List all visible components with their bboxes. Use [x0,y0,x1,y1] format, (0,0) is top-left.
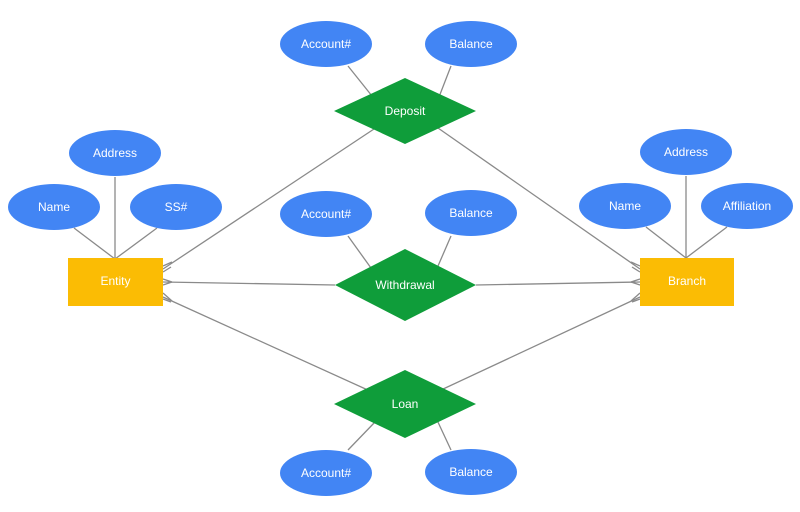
attribute-label: Account# [301,466,351,480]
attribute-label: Address [93,146,137,160]
link-deposit-account [347,65,373,97]
branch-rect [640,258,734,306]
attribute-branch-name[interactable]: Name [579,183,671,229]
link-loan-account [347,421,376,451]
attribute-label: Balance [449,37,493,51]
link-branch-deposit [437,127,641,270]
entity-box-entity[interactable]: Entity [68,258,163,306]
link-branch-affiliation [685,226,728,259]
attribute-label: Account# [301,207,351,221]
loan-label: Loan [392,397,419,411]
attribute-loan-balance[interactable]: Balance [425,449,517,495]
attribute-entity-name[interactable]: Name [8,184,100,230]
attribute-label: Balance [449,206,493,220]
entity-rect [68,258,163,306]
withdrawal-diamond [335,249,476,321]
link-branch-withdrawal [475,281,641,286]
attribute-label: Affiliation [723,199,771,213]
link-entity-ss [114,227,158,260]
attribute-label: Name [609,199,641,213]
link-branch-loan [440,296,641,391]
attribute-withdrawal-account[interactable]: Account# [280,191,372,237]
attribute-label: Address [664,145,708,159]
crowfoot-entity [162,261,173,303]
attribute-label: Balance [449,465,493,479]
link-entity-withdrawal [162,281,336,286]
connectors [73,65,728,451]
link-entity-loan [162,296,371,392]
link-deposit-balance [438,65,452,98]
relationship-deposit[interactable]: Deposit [334,78,476,144]
attribute-withdrawal-balance[interactable]: Balance [425,190,517,236]
relationship-loan[interactable]: Loan [334,370,476,438]
deposit-label: Deposit [385,104,426,118]
branch-label: Branch [668,274,706,288]
crowfoot-branch [630,261,641,303]
link-loan-balance [436,419,452,451]
link-branch-name [645,226,687,259]
attribute-entity-address[interactable]: Address [69,130,161,176]
entity-box-branch[interactable]: Branch [640,258,734,306]
link-entity-deposit [162,128,375,270]
relationship-withdrawal[interactable]: Withdrawal [335,249,476,321]
attribute-label: Name [38,200,70,214]
deposit-diamond [334,78,476,144]
attribute-label: Account# [301,37,351,51]
link-withdrawal-account [347,235,372,269]
attribute-label: SS# [165,200,188,214]
link-withdrawal-balance [437,235,452,267]
attribute-entity-ss[interactable]: SS# [130,184,222,230]
attribute-deposit-balance[interactable]: Balance [425,21,517,67]
attribute-loan-account[interactable]: Account# [280,450,372,496]
link-entity-name [73,227,116,260]
loan-diamond [334,370,476,438]
attribute-branch-address[interactable]: Address [640,129,732,175]
withdrawal-label: Withdrawal [375,278,434,292]
attribute-branch-affiliation[interactable]: Affiliation [701,183,793,229]
attribute-deposit-account[interactable]: Account# [280,21,372,67]
entity-label: Entity [100,274,130,288]
